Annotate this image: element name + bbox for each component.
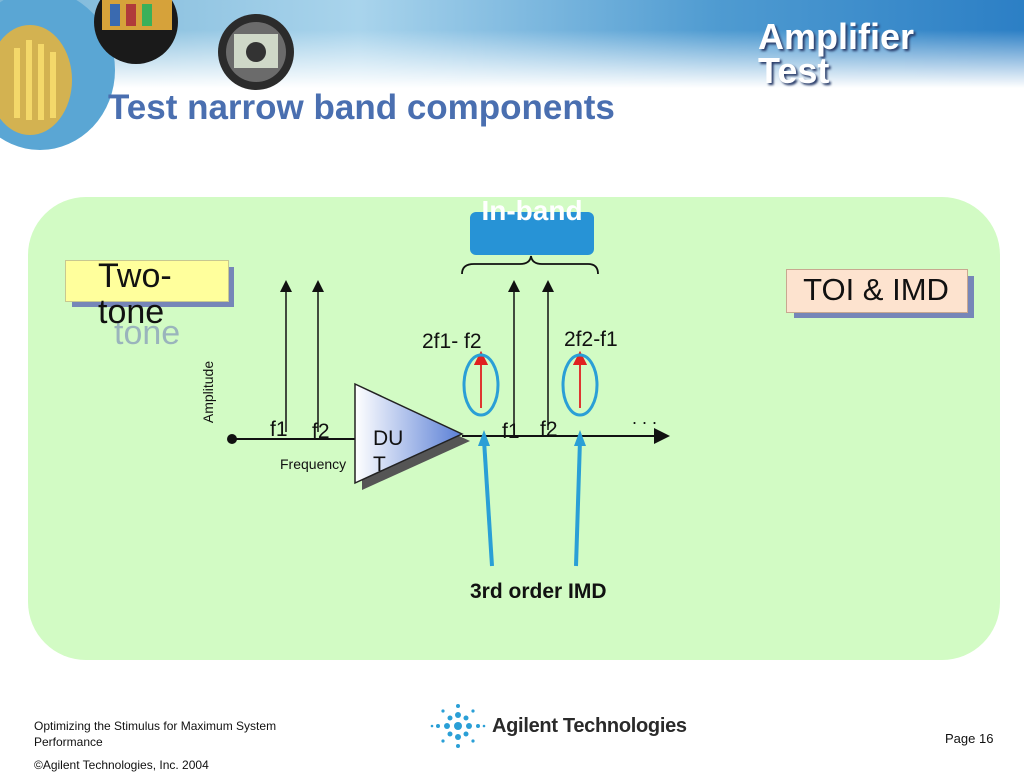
in-band-box: [470, 212, 594, 255]
output-f2-label: f2: [540, 418, 558, 441]
imd-high-pointer-head: [574, 430, 586, 446]
banner-background: [0, 0, 1024, 150]
imd-low-pointer-head: [478, 430, 490, 446]
toi-imd-label: TOI & IMD: [803, 272, 949, 307]
input-f2-label: f2: [312, 420, 330, 443]
imd-high-label: 2f2-f1: [564, 328, 618, 351]
imd-caption: 3rd order IMD: [470, 580, 607, 603]
imd-low-label: 2f1- f2: [422, 330, 482, 353]
input-f1-label: f1: [270, 418, 288, 441]
frequency-axis-label: Frequency: [280, 456, 347, 472]
amplitude-axis-label: Amplitude: [200, 360, 216, 424]
imd-high-highlight-ellipse: [561, 353, 599, 417]
two-tone-box: [65, 260, 229, 302]
company-name: Agilent Technologies: [492, 715, 687, 737]
page-number: Page 16: [945, 731, 994, 746]
presentation-title: Optimizing the Stimulus for Maximum Syst…: [34, 719, 277, 749]
section-title: Amplifier Test: [758, 16, 915, 91]
output-f1-label: f1: [502, 420, 520, 443]
in-band-label: In-band: [481, 196, 583, 226]
input-node: [227, 434, 237, 444]
toi-imd-box: [786, 269, 968, 313]
in-band-brace: [461, 255, 599, 275]
two-tone-label: Two-tone: [98, 257, 172, 331]
two-tone-shadow-text: tone: [114, 314, 181, 352]
continuation-ellipsis: . . .: [632, 408, 658, 428]
header-banner: Test narrow band components Amplifier Te…: [0, 0, 1024, 175]
agilent-spark-logo-icon: [430, 704, 486, 748]
imd-low-highlight-ellipse: [462, 353, 500, 417]
imd-low-pointer: [482, 439, 494, 567]
copyright-notice: ©Agilent Technologies, Inc. 2004: [34, 758, 209, 772]
imd-high-pointer: [574, 439, 582, 567]
slide-title: Test narrow band components: [108, 88, 615, 127]
dut-amplifier: [354, 382, 464, 485]
dut-label: DUT: [373, 427, 404, 476]
